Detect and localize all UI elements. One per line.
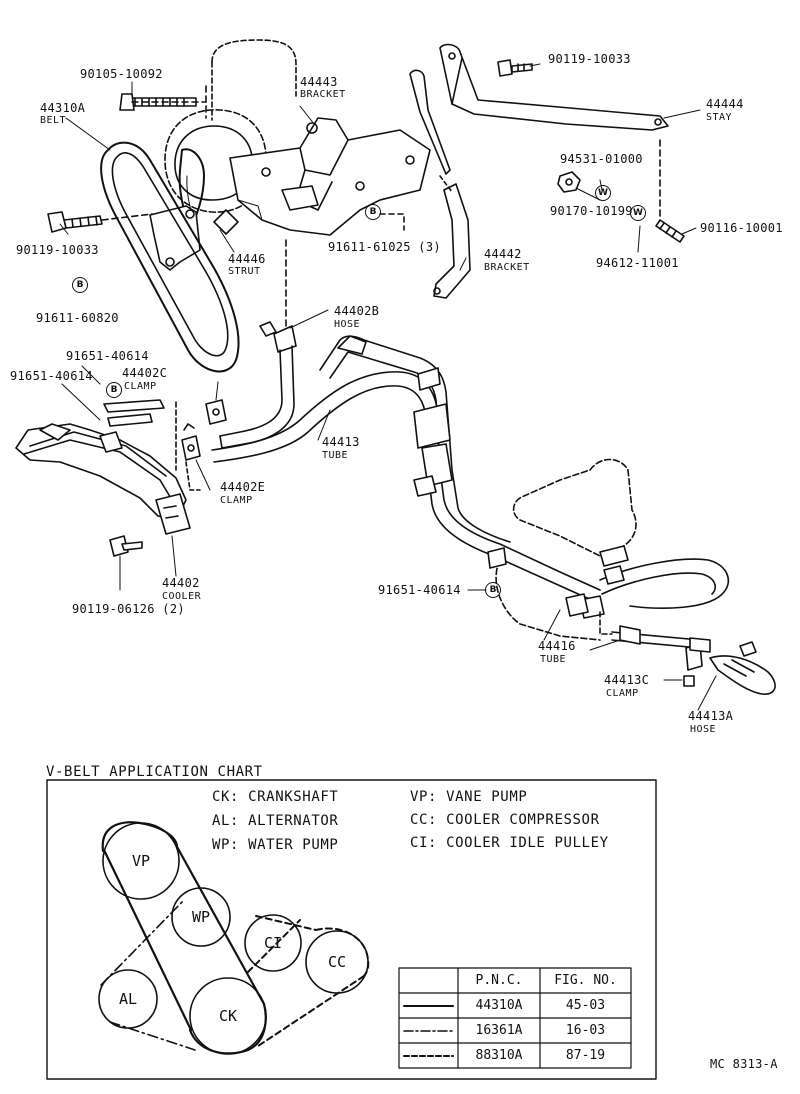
part-44413a-name: HOSE [690, 724, 717, 735]
part-44402e: 44402E [220, 480, 266, 494]
tube-clip-2 [565, 593, 589, 617]
gear-box-drawing [495, 458, 637, 641]
table-cell-pnc-3: 88310A [475, 1048, 523, 1063]
part-44402c-name: CLAMP [124, 381, 157, 392]
tube-44413-drawing [211, 335, 601, 603]
part-44402: 44402 [162, 576, 200, 590]
part-44402b: 44402B [334, 304, 380, 318]
part-44442: 44442 [484, 247, 522, 261]
chart-table [398, 967, 632, 1069]
pulley-cc: CC [327, 953, 347, 971]
part-91611-61025: 91611-61025 (3) [328, 240, 441, 254]
tube-44416-drawing [599, 611, 711, 653]
badge-b-3: B [106, 382, 122, 398]
pulley-ck: CK [218, 1007, 238, 1025]
bracket-44443-drawing [229, 117, 431, 236]
clamps-44402c-44402e [175, 399, 227, 491]
belt-44310a-drawing [100, 141, 240, 373]
badge-b-4: B [485, 582, 501, 598]
v-belt-pulley-diagram [98, 821, 370, 1055]
pulley-wp: WP [191, 908, 211, 926]
table-header-fig: FIG. NO. [554, 973, 617, 988]
legend-cc: CC: COOLER COMPRESSOR [410, 812, 600, 828]
legend-ci: CI: COOLER IDLE PULLEY [410, 835, 609, 851]
bolt-90119-10033-top [497, 59, 533, 77]
part-90119-10033-left: 90119-10033 [16, 243, 99, 257]
stay-44444-drawing [439, 43, 669, 131]
part-44413c-name: CLAMP [606, 688, 639, 699]
part-44413-name: TUBE [322, 450, 349, 461]
part-91651-40614-a: 91651-40614 [66, 349, 149, 363]
part-91651-40614-b: 91651-40614 [10, 369, 93, 383]
badge-b-1: B [365, 204, 381, 220]
table-header-pnc: P.N.C. [475, 973, 523, 988]
badge-b-2: B [72, 277, 88, 293]
part-44413c: 44413C [604, 673, 650, 687]
legend-ck: CK: CRANKSHAFT [212, 789, 339, 805]
table-cell-fig-2: 16-03 [565, 1023, 606, 1038]
legend-wp: WP: WATER PUMP [212, 837, 339, 853]
part-90119-10033-top: 90119-10033 [548, 52, 631, 66]
part-44413a: 44413A [688, 709, 734, 723]
table-cell-fig-3: 87-19 [565, 1048, 606, 1063]
part-90105-10092: 90105-10092 [80, 67, 163, 81]
tube-clip-1 [487, 547, 507, 569]
bracket-44442-drawing [409, 69, 471, 299]
part-44402b-name: HOSE [334, 319, 361, 330]
part-44402c: 44402C [122, 366, 168, 380]
part-90119-06126: 90119-06126 (2) [72, 602, 185, 616]
part-44446: 44446 [228, 252, 266, 266]
part-44444: 44444 [706, 97, 744, 111]
cooler-44402-drawing [15, 399, 191, 535]
part-44443-name: BRACKET [300, 89, 346, 100]
hose-44413a-drawing [579, 545, 776, 695]
v-belt-chart-frame [46, 779, 657, 1080]
nut-washer-stud [557, 139, 685, 243]
part-44444-name: STAY [706, 112, 733, 123]
part-44442-name: BRACKET [484, 262, 530, 273]
part-44416: 44416 [538, 639, 576, 653]
table-cell-pnc-1: 44310A [475, 998, 523, 1013]
part-44310a-name: BELT [40, 115, 67, 126]
bolt-90119-06126 [109, 535, 143, 591]
part-44402e-name: CLAMP [220, 495, 253, 506]
part-90116-10001: 90116-10001 [700, 221, 783, 235]
hose-44402b-drawing [219, 321, 297, 449]
leader-91611-61025 [379, 213, 405, 231]
table-cell-pnc-2: 16361A [475, 1023, 523, 1038]
part-44416-name: TUBE [540, 654, 567, 665]
chart-title: V-BELT APPLICATION CHART [46, 764, 263, 780]
bolt-90105-10092 [119, 85, 207, 119]
pulley-vp: VP [131, 852, 151, 870]
part-90170-10199: 90170-10199 [550, 204, 633, 218]
pulley-al: AL [118, 990, 138, 1008]
part-44310a: 44310A [40, 101, 86, 115]
part-91651-40614-c: 91651-40614 [378, 583, 461, 597]
part-91611-60820: 91611-60820 [36, 311, 119, 325]
legend-vp: VP: VANE PUMP [410, 789, 528, 805]
table-cell-fig-1: 45-03 [565, 998, 606, 1013]
badge-w-2: W [630, 205, 646, 221]
part-44413: 44413 [322, 435, 360, 449]
diagram-code: MC 8313-A [710, 1057, 778, 1071]
part-44402-name: COOLER [162, 591, 202, 602]
badge-w-1: W [595, 185, 611, 201]
part-94531-01000: 94531-01000 [560, 152, 643, 166]
part-44446-name: STRUT [228, 266, 261, 277]
part-94612-11001: 94612-11001 [596, 256, 679, 270]
legend-al: AL: ALTERNATOR [212, 813, 339, 829]
part-44443: 44443 [300, 75, 338, 89]
pulley-ci: CI [263, 934, 283, 952]
